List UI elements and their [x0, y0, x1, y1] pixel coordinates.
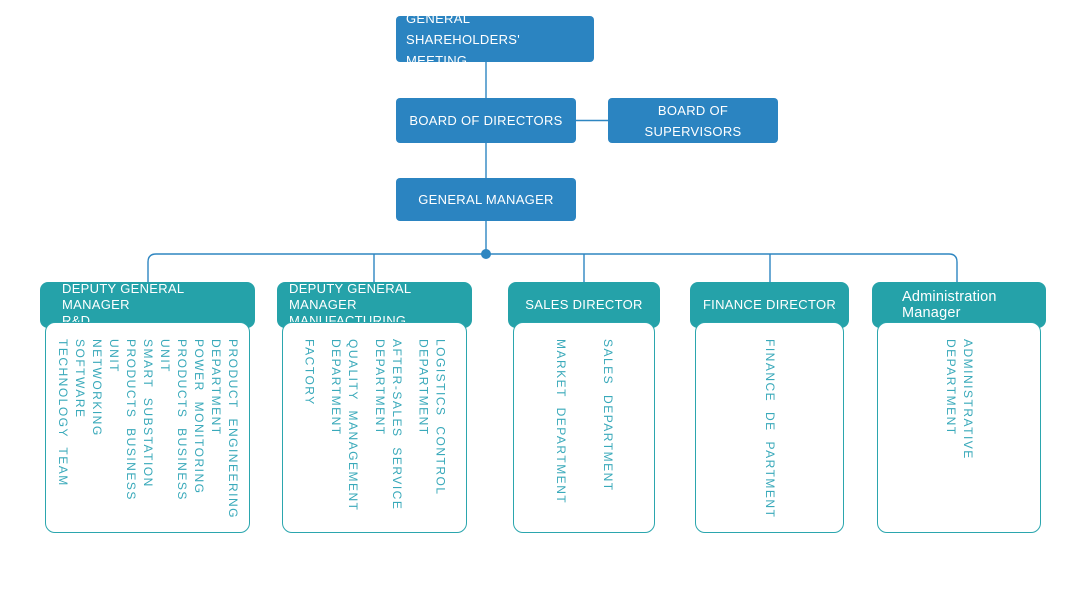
dept-title: SALES DIRECTOR: [525, 297, 643, 312]
dept-body-manufacturing: FACTORY QUALITY MANAGEMENT DEPARTMENT AFTE…: [282, 322, 467, 533]
dept-item: FINANCE DE PARTMENT: [763, 339, 777, 519]
dept-title: DEPUTY GENERAL MANAGER R&D: [62, 281, 184, 328]
dept-item: POWER MONITORING PRODUCTS BUSINESS UNIT: [158, 339, 206, 501]
dept-item: QUALITY MANAGEMENT DEPARTMENT: [329, 339, 361, 512]
dept-item: ADMINISTRATIVE DEPARTMENT: [944, 339, 975, 460]
dept-column-finance: FINANCE DIRECTOR FINANCE DE PARTMENT: [690, 282, 849, 533]
dept-title: FINANCE DIRECTOR: [702, 297, 837, 312]
node-label: BOARD OF DIRECTORS: [409, 113, 563, 128]
dept-body-sales: MARKET DEPARTMENT SALES DEPARTMENT: [513, 322, 655, 533]
dept-column-sales: SALES DIRECTOR MARKET DEPARTMENT SALES DEP…: [508, 282, 660, 533]
dept-header-rnd: DEPUTY GENERAL MANAGER R&D: [40, 281, 255, 328]
dept-title: Administration Manager: [902, 289, 997, 321]
dept-item: AFTER-SALES SERVICE DEPARTMENT: [372, 339, 404, 511]
node-label: BOARD OF SUPERVISORS: [644, 102, 742, 139]
dept-item: SMART SUBSTATION PRODUCTS BUSINESS UNIT: [107, 339, 155, 501]
dept-item: PRODUCT ENGINEERING DEPARTMENT: [209, 339, 240, 519]
dept-header-finance: FINANCE DIRECTOR: [690, 282, 849, 328]
dept-item: MARKET DEPARTMENT: [554, 339, 568, 505]
dept-body-finance: FINANCE DE PARTMENT: [695, 322, 844, 533]
dept-item: NETWORKING SOFTWARE TECHNOLOGY TEAM: [56, 339, 104, 487]
node-board-of-directors: BOARD OF DIRECTORS: [396, 98, 576, 143]
node-general-manager: GENERAL MANAGER: [396, 178, 576, 221]
connector-trunk: [147, 253, 958, 282]
dept-item: FACTORY: [302, 339, 317, 406]
dept-header-sales: SALES DIRECTOR: [508, 282, 660, 328]
dept-header-administration: Administration Manager: [872, 282, 1046, 328]
node-general-shareholders-meeting: GENERAL SHAREHOLDERS' MEETING: [396, 11, 594, 68]
dept-item: LOGISTICS CONTROL DEPARTMENT: [416, 339, 448, 496]
node-board-of-supervisors: BOARD OF SUPERVISORS: [608, 98, 778, 143]
node-label: GENERAL MANAGER: [418, 192, 554, 207]
node-label: GENERAL SHAREHOLDERS' MEETING: [406, 10, 521, 68]
dept-item: SALES DEPARTMENT: [601, 339, 615, 492]
junction-dot: [481, 249, 491, 259]
dept-body-administration: ADMINISTRATIVE DEPARTMENT: [877, 322, 1041, 533]
